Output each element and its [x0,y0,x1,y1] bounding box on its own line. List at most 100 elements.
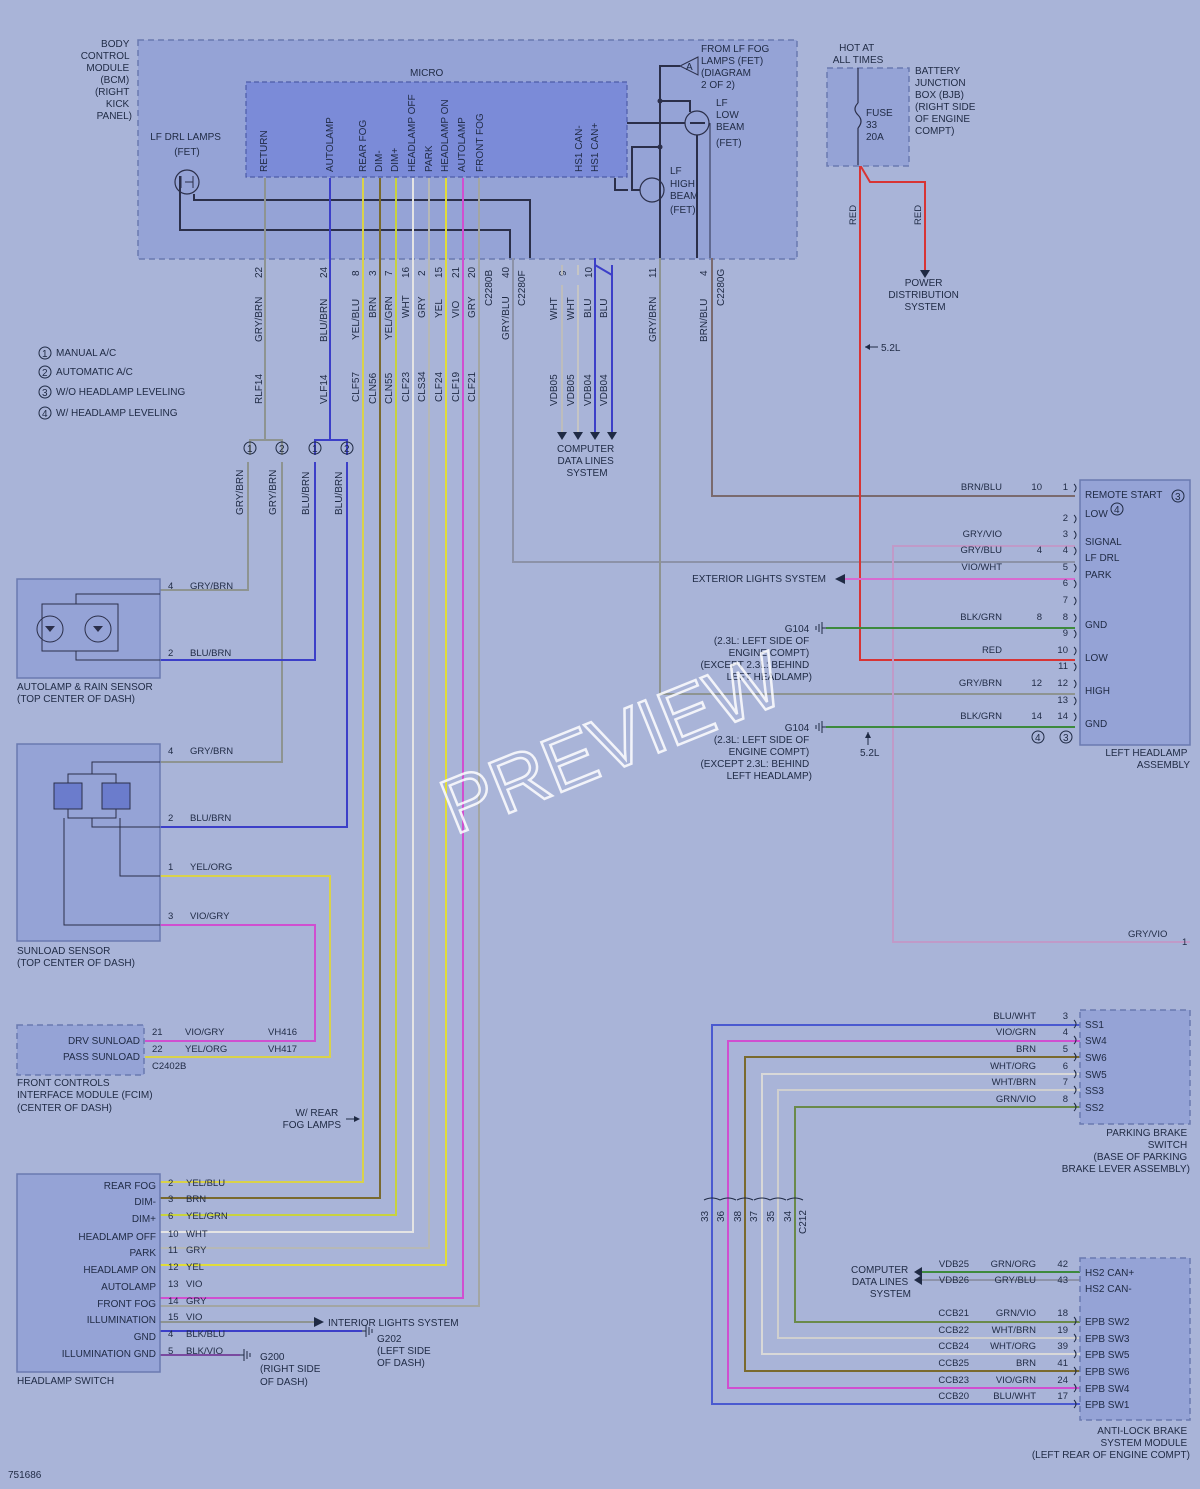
svg-text:5.2L: 5.2L [860,748,880,759]
g104-b-label: G104 (2.3L: LEFT SIDE OF ENGINE COMPT) (… [700,723,812,782]
left-headlamp-label: LEFT HEADLAMP ASSEMBLY [1105,748,1190,771]
abs-pin-label: EPB SW3 [1085,1334,1130,1345]
svg-text:PASS SUNLOAD: PASS SUNLOAD [63,1052,140,1063]
abs-wire-color: BRN [1016,1358,1036,1369]
svg-text:DIM+: DIM+ [390,148,401,172]
micro-block [245,81,628,178]
svg-text:GRY/VIO: GRY/VIO [1128,929,1167,940]
pb-pin: 6 [1063,1061,1068,1072]
pb-pin-label: SS3 [1085,1086,1104,1097]
ground-icon [815,622,826,634]
bcm-module: BODY CONTROL MODULE (BCM) (RIGHT KICK PA… [81,39,798,260]
svg-text:4: 4 [699,270,710,276]
fog-marker: A [686,62,693,73]
svg-text:3: 3 [1175,492,1181,503]
switch-wire-color: YEL/BLU [186,1178,225,1189]
headlamp-pin: 6 [1063,578,1068,589]
svg-text:VIO/GRY: VIO/GRY [190,911,230,922]
g104-a-label: G104 (2.3L: LEFT SIDE OF ENGINE COMPT) (… [700,624,812,683]
svg-text:VLF14: VLF14 [319,374,330,404]
headlamp-pin: 3 [1063,529,1068,540]
svg-text:1: 1 [312,444,318,455]
headlamp-wire-color: GRY/BLU [960,545,1002,556]
abs-pin-label: EPB SW1 [1085,1400,1130,1411]
headlamp-connector-pin: 14 [1031,711,1042,722]
svg-text:34: 34 [783,1210,794,1222]
switch-pin: 6 [168,1211,173,1222]
abs-pin: 24 [1057,1375,1068,1386]
svg-text:3: 3 [1063,733,1069,744]
headlamp-pin-label: LOW [1085,653,1108,664]
high-beam-label: LF HIGH BEAM (FET) [670,166,701,216]
svg-text:35: 35 [766,1210,777,1222]
svg-text:BLU/BRN: BLU/BRN [301,472,312,515]
switch-wire-color: YEL [186,1262,204,1273]
abs-pin: 41 [1057,1358,1068,1369]
switch-function-label: PARK [130,1248,157,1259]
svg-text:VDB04: VDB04 [583,374,594,406]
bcm-signal-labels: RETURN AUTOLAMP REAR FOG DIM- DIM+ HEADL… [259,94,601,172]
pb-pin-label: SW5 [1085,1070,1107,1081]
abs-pin-label: HS2 CAN+ [1085,1268,1134,1279]
headlamp-connector-pin: 10 [1031,482,1042,493]
rear-fog-note: W/ REAR FOG LAMPS [283,1108,360,1131]
svg-text:BLU/BRN: BLU/BRN [334,472,345,515]
headlamp-pin: 14 [1057,711,1068,722]
ground-icon [240,1349,251,1361]
abs-pin-label: EPB SW5 [1085,1350,1130,1361]
svg-text:15: 15 [434,266,445,278]
pb-wire-color: BRN [1016,1044,1036,1055]
svg-text:4: 4 [1114,505,1120,516]
pb-wire-color: GRN/VIO [996,1094,1036,1105]
abs-pin-label: EPB SW6 [1085,1367,1130,1378]
pb-pin-label: SW4 [1085,1036,1107,1047]
abs-label: ANTI-LOCK BRAKE SYSTEM MODULE (LEFT REAR… [1032,1426,1190,1461]
notes-legend: 1 MANUAL A/C 2 AUTOMATIC A/C 3 W/O HEADL… [38,346,186,420]
headlamp-pin-label: PARK [1085,570,1112,581]
svg-text:HEADLAMP ON: HEADLAMP ON [440,99,451,172]
svg-text:VIO: VIO [451,301,462,318]
switch-pin: 2 [168,1178,173,1189]
headlamp-pin: 8 [1063,612,1068,623]
svg-text:VDB05: VDB05 [566,374,577,406]
svg-text:2: 2 [168,813,173,824]
bcm-title: BODY CONTROL MODULE (BCM) (RIGHT KICK PA… [81,39,132,122]
pb-pin: 3 [1063,1011,1068,1022]
pb-wire-color: VIO/GRN [996,1027,1036,1038]
svg-text:C2402B: C2402B [152,1061,186,1072]
svg-text:MANUAL A/C: MANUAL A/C [56,348,116,359]
abs-pin: 18 [1057,1308,1068,1319]
micro-label: MICRO [410,68,444,79]
headlamp-connector-pin: 12 [1031,678,1042,689]
svg-text:GRY/BRN: GRY/BRN [190,581,233,592]
figure-id: 751686 [8,1470,42,1481]
svg-text:BLU/BRN: BLU/BRN [190,648,231,659]
svg-text:AUTOLAMP: AUTOLAMP [457,117,468,172]
sunload-sensor-label: SUNLOAD SENSOR (TOP CENTER OF DASH) [17,946,135,969]
switch-pin: 10 [168,1229,179,1240]
headlamp-pin: 13 [1057,695,1068,706]
abs-wire-color: GRN/ORG [991,1259,1036,1270]
abs-wire-color: VIO/GRN [996,1375,1036,1386]
headlamp-wire-color: GRY/BRN [959,678,1002,689]
svg-text:GRY/BRN: GRY/BRN [648,297,659,342]
svg-text:1: 1 [42,349,48,360]
svg-text:YEL/GRN: YEL/GRN [384,296,395,340]
svg-text:2: 2 [168,648,173,659]
pb-pin: 7 [1063,1077,1068,1088]
switch-wire-color: BLK/BLU [186,1329,225,1340]
headlamp-pin: 12 [1057,678,1068,689]
lf-drl-fet-icon [174,169,200,195]
headlamp-pin-label: HIGH [1085,686,1110,697]
svg-text:GRY/BRN: GRY/BRN [254,297,265,342]
abs-circuit: CCB20 [938,1391,969,1402]
switch-wire-color: GRY [186,1245,207,1256]
svg-text:WHT: WHT [549,297,560,320]
svg-text:BRN: BRN [368,297,379,318]
fuse-label: FUSE 33 20A [866,108,895,143]
switch-wire-color: BLK/VIO [186,1346,223,1357]
abs-pin-label: HS2 CAN- [1085,1284,1132,1295]
cdl-label: COMPUTER DATA LINES SYSTEM [557,444,617,479]
autolamp-sensor-label: AUTOLAMP & RAIN SENSOR (TOP CENTER OF DA… [17,682,156,705]
